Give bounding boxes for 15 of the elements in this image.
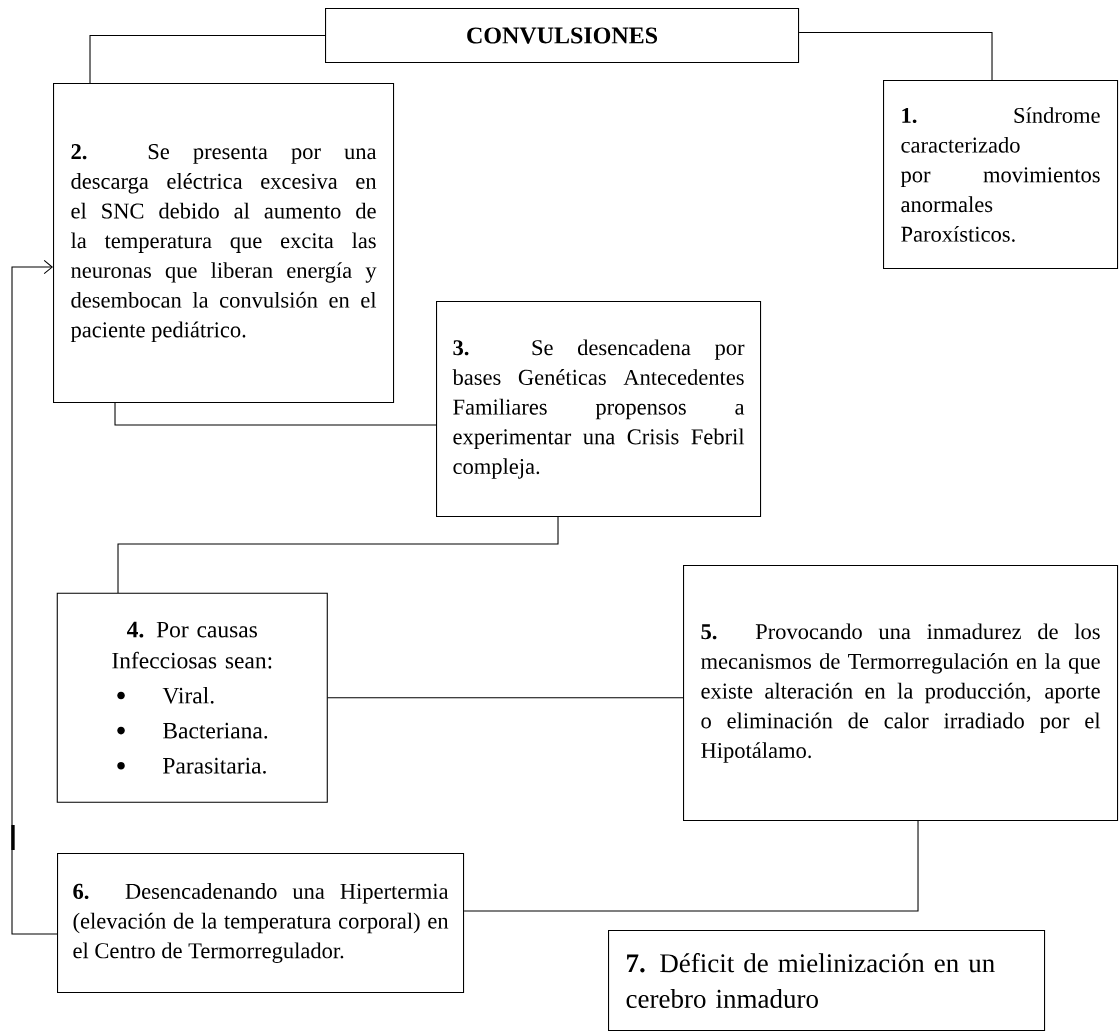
connector xyxy=(798,32,993,81)
text-box: 1. Síndrome caracterizado por movimientos anormales Paroxísticos. xyxy=(883,80,1119,270)
connector xyxy=(327,697,684,699)
connector xyxy=(117,516,559,594)
connector xyxy=(89,35,326,84)
text-box: 3. Se desencadena por bases Genéticas Antecedentes Familiares propensos a experimentar una Crisis Febril compleja. xyxy=(436,301,762,518)
text-box: 6. Desencadenando una Hipertermia (elevación de la temperatura corporal) en el Centro de Termorregulador. xyxy=(57,853,465,994)
text-box: 5. Provocando una inmadurez de los mecanismos de Termorregulación en la que existe alteración en la producción, aporte o eliminación de calor irradiado por el Hipotálamo. xyxy=(683,565,1119,822)
connector xyxy=(463,820,919,912)
title-box: CONVULSIONES xyxy=(325,8,800,64)
text-box: 7. Déficit de mielinización en un cerebro inmaduro xyxy=(608,930,1046,1032)
text-box: 2. Se presenta por una descarga eléctrica excesiva en el SNC debido al aumento de la temperatura que excita las neuronas que liberan energía y desembocan la convulsión en el paciente pediátrico. xyxy=(53,83,395,404)
connector xyxy=(11,259,58,935)
list-box: 4. Por causas Infecciosas sean: Viral. Bacteriana. Parasitaria. xyxy=(56,592,328,803)
connector xyxy=(114,402,437,426)
